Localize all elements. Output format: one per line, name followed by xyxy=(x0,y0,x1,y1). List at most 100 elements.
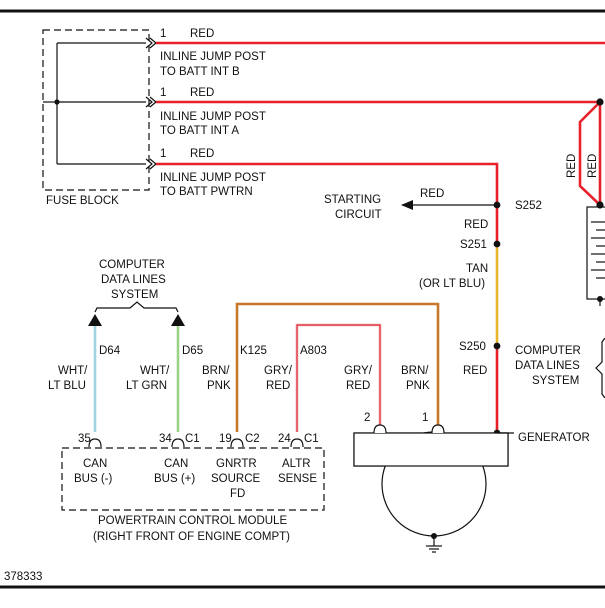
battery xyxy=(586,206,605,306)
pcm-pin-34-connector: C1 xyxy=(185,433,200,445)
pcm-pin-24: 24 C1 ALTR SENSE xyxy=(278,433,319,485)
fuse-circuit-3-wire: RED xyxy=(190,148,214,160)
pcm-pin-19-number: 19 xyxy=(219,433,232,445)
cdl-left-brace xyxy=(94,301,179,313)
fuse-block: FUSE BLOCK xyxy=(42,29,157,207)
pcm-label-1: POWERTRAIN CONTROL MODULE xyxy=(98,515,287,527)
cdl-left-label-2: DATA LINES xyxy=(101,274,166,286)
splice-s250-dot xyxy=(493,342,501,350)
wire-tan-label-2: (OR LT BLU) xyxy=(419,278,485,290)
starting-circuit-label-1: STARTING xyxy=(324,194,381,206)
pcm-module: 35 CAN BUS (-) 34 C1 CAN BUS (+) 19 C2 G… xyxy=(61,433,325,543)
fuse-circuit-2-pin: 1 xyxy=(160,87,166,99)
pcm-pin-19: 19 C2 GNRTR SOURCE FD xyxy=(211,433,261,500)
connector-icon xyxy=(290,438,304,448)
gen-gry-color-1: GRY/ xyxy=(344,365,373,377)
cdl-right-label-3: SYSTEM xyxy=(532,375,579,387)
wire-a803-color-2: RED xyxy=(266,380,290,392)
wire-d65-color-2: LT GRN xyxy=(126,380,167,392)
pcm-outline xyxy=(61,447,325,511)
pcm-pin-34-line-1: CAN xyxy=(164,458,188,470)
fuse-circuit-2-desc-2: TO BATT INT A xyxy=(160,125,239,137)
wire-s250-gen-label: RED xyxy=(463,365,487,377)
connector-icon xyxy=(431,424,445,434)
fuse-circuit-1-pin: 1 xyxy=(160,28,166,40)
generator: 2 1 GENERATOR xyxy=(353,412,590,553)
fuse-circuit-2-desc-1: INLINE JUMP POST xyxy=(160,111,266,123)
pcm-pin-19-line-1: GNRTR xyxy=(216,458,257,470)
fuse-circuit-1-wire: RED xyxy=(190,28,214,40)
connector-icon xyxy=(88,438,102,448)
terminal-icon xyxy=(145,158,157,170)
pcm-pin-34-line-2: BUS (+) xyxy=(154,473,195,485)
generator-pin-1: 1 xyxy=(422,412,428,424)
splice-dot xyxy=(596,98,604,106)
cdl-right-label-1: COMPUTER xyxy=(515,345,581,357)
fuse-circuit-1 xyxy=(57,37,157,49)
pcm-label-2: (RIGHT FRONT OF ENGINE COMPT) xyxy=(93,531,290,543)
gen-brn-color-1: BRN/ xyxy=(401,365,429,377)
wire-d65-circuit: D65 xyxy=(182,345,203,357)
pcm-pin-35: 35 CAN BUS (-) xyxy=(74,433,113,485)
wire-k125-circuit: K125 xyxy=(240,345,267,357)
connector-icon xyxy=(373,424,387,434)
wire-d64-circuit: D64 xyxy=(99,345,121,357)
cdl-right-label-2: DATA LINES xyxy=(515,360,580,372)
fuse-circuit-1-desc-1: INLINE JUMP POST xyxy=(160,51,266,63)
pcm-pin-19-connector: C2 xyxy=(245,433,260,445)
fuse-block-label: FUSE BLOCK xyxy=(46,195,119,207)
pcm-pin-19-line-2: SOURCE xyxy=(211,473,261,485)
pcm-pin-24-line-2: SENSE xyxy=(278,473,317,485)
terminal-icon xyxy=(145,96,157,108)
gen-brn-color-2: PNK xyxy=(406,380,430,392)
fuse-block-outline xyxy=(42,29,150,191)
cdl-left-label-3: SYSTEM xyxy=(111,289,158,301)
pcm-pin-35-line-1: CAN xyxy=(83,458,107,470)
splice-s250-label: S250 xyxy=(459,341,486,353)
wire-s252-s251-label: RED xyxy=(464,219,488,231)
battery-wire-right-label: RED xyxy=(587,154,599,178)
diagram-id: 378333 xyxy=(4,571,42,583)
wire-d65-color-1: WHT/ xyxy=(140,365,170,377)
cdl-right-brace xyxy=(595,337,605,399)
arrow-up-icon xyxy=(171,314,185,326)
fuse-circuit-1-desc-2: TO BATT INT B xyxy=(160,66,240,78)
fuse-circuit-3 xyxy=(57,158,157,170)
fuse-circuit-3-desc-2: TO BATT PWTRN xyxy=(160,186,253,198)
wire-k125-loop xyxy=(235,302,440,432)
pcm-pin-24-number: 24 xyxy=(278,433,291,445)
pcm-pin-24-line-1: ALTR xyxy=(282,458,311,470)
pcm-pin-19-line-3: FD xyxy=(230,488,245,500)
battery-outline xyxy=(586,206,605,300)
fuse-circuit-2 xyxy=(57,96,157,108)
battery-wire-left-label: RED xyxy=(566,154,578,178)
cdl-left-label-1: COMPUTER xyxy=(99,259,165,271)
starting-wire-label: RED xyxy=(420,188,444,200)
generator-housing-face xyxy=(353,432,509,467)
terminal-icon xyxy=(145,37,157,49)
wire-d64-color-2: LT BLU xyxy=(48,380,86,392)
wire-batt-pwtrn xyxy=(156,162,499,205)
pcm-pin-24-connector: C1 xyxy=(304,433,319,445)
pcm-pin-35-line-2: BUS (-) xyxy=(74,473,113,485)
wire-k125-color-2: PNK xyxy=(207,380,231,392)
fuse-circuit-2-wire: RED xyxy=(190,87,214,99)
wire-a803-circuit: A803 xyxy=(300,345,327,357)
connector-icon xyxy=(230,438,244,448)
wire-battery-left xyxy=(578,101,601,206)
pcm-pin-34: 34 C1 CAN BUS (+) xyxy=(154,433,200,485)
fuse-circuit-3-pin: 1 xyxy=(160,148,166,160)
pcm-pin-35-number: 35 xyxy=(78,433,91,445)
connector-icon xyxy=(171,438,185,448)
generator-label: GENERATOR xyxy=(518,432,590,444)
gen-gry-color-2: RED xyxy=(346,380,370,392)
splice-s252-label: S252 xyxy=(515,200,542,212)
splice-dot xyxy=(597,296,603,302)
splice-s251-dot xyxy=(493,240,501,248)
wire-k125-color-1: BRN/ xyxy=(202,365,230,377)
arrow-up-icon xyxy=(88,314,102,326)
pcm-pin-34-number: 34 xyxy=(159,433,172,445)
wire-d64-color-1: WHT/ xyxy=(58,365,88,377)
generator-pin-2: 2 xyxy=(364,412,370,424)
